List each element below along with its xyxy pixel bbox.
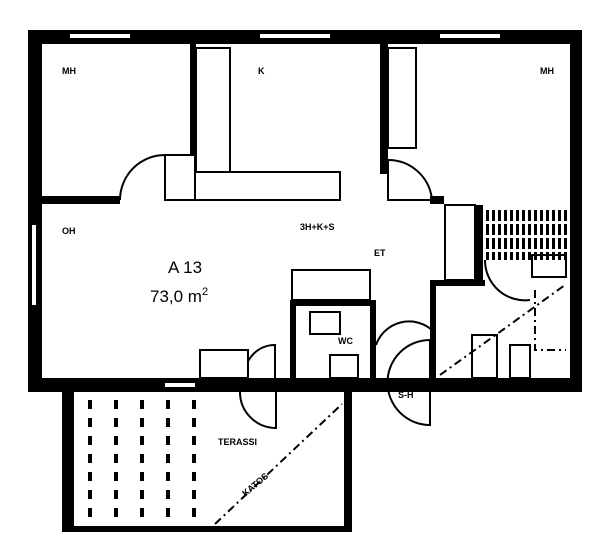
room-label-terrace: TERASSI (218, 437, 257, 447)
room-label-bedroom-left: MH (62, 66, 76, 76)
shower-line (439, 284, 566, 376)
apartment-id: A 13 (168, 258, 202, 277)
terrace-decking (76, 400, 212, 524)
apartment-area: 73,0 m2 (150, 286, 208, 306)
room-label-wc: WC (338, 336, 353, 346)
room-label-kitchen: K (258, 66, 265, 76)
room-label-bath-sauna: S-H (398, 390, 414, 400)
canopy-line (214, 403, 343, 525)
room-label-canopy: KATOS (240, 471, 270, 498)
room-label-hall: ET (374, 248, 386, 258)
fixtures (164, 47, 567, 379)
room-label-bedroom-right: MH (540, 66, 554, 76)
sauna-benches (485, 210, 567, 260)
room-label-living: OH (62, 226, 76, 236)
windows (32, 34, 500, 387)
walls (28, 30, 582, 532)
apartment-type: 3H+K+S (300, 222, 335, 232)
